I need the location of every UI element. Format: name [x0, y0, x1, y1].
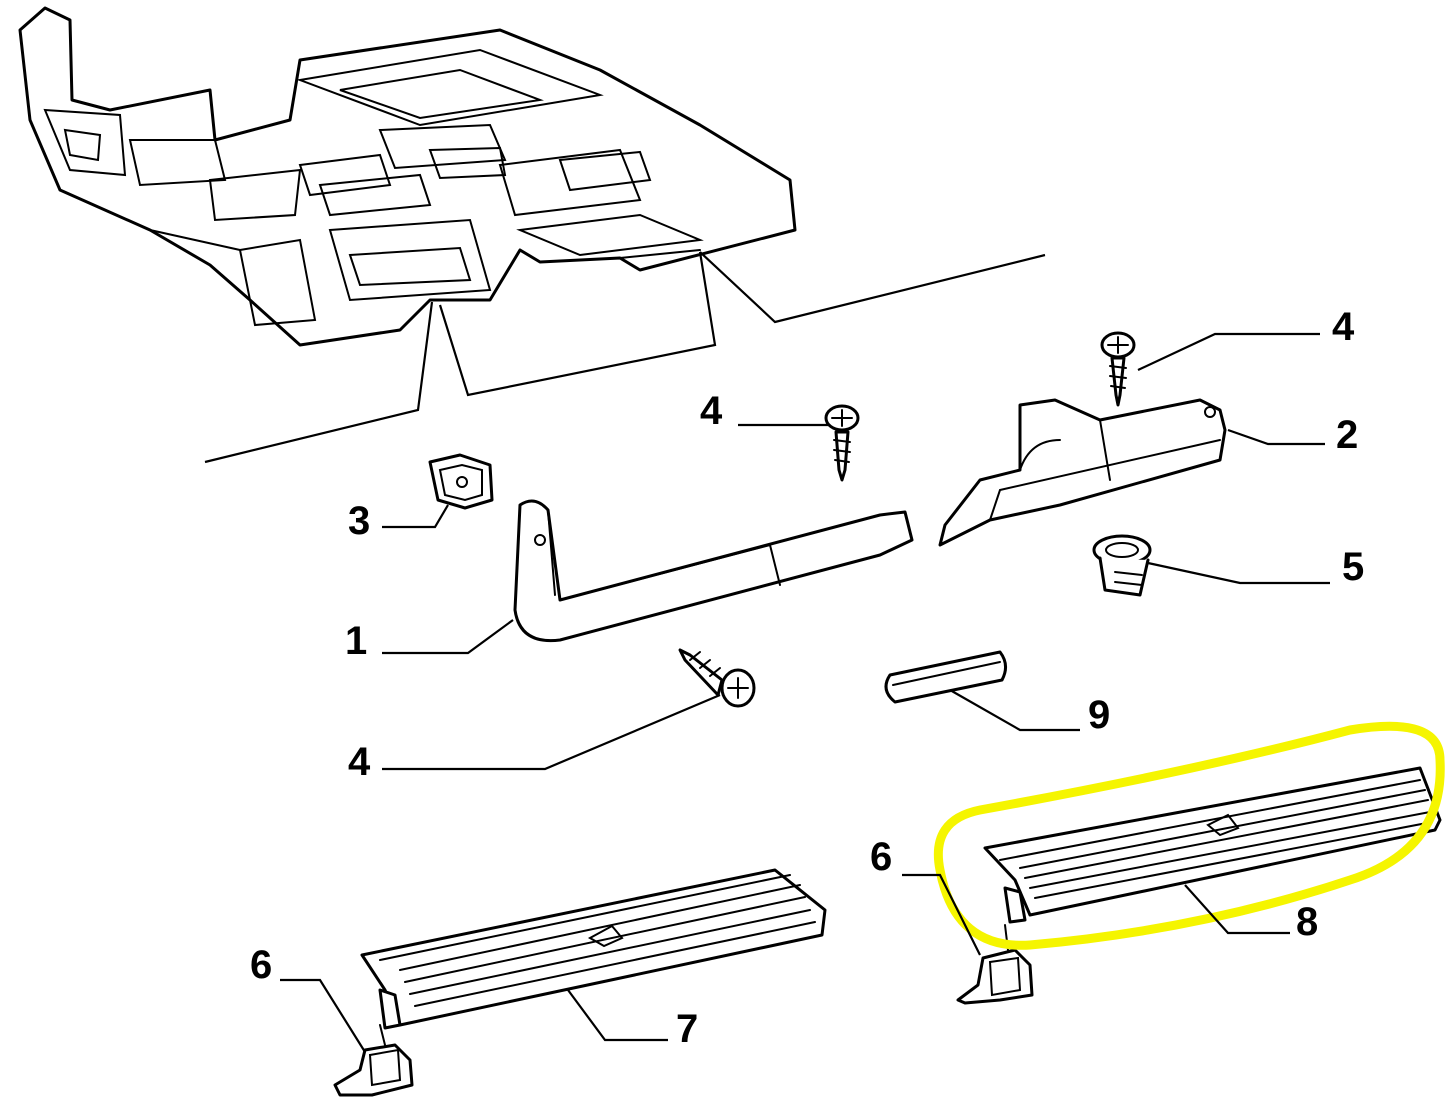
callout-4-upper: 4	[1332, 305, 1355, 349]
floor-pan-reference-lines	[204, 251, 1046, 464]
callout-5: 5	[1342, 545, 1364, 589]
callout-1: 1	[345, 619, 367, 663]
callout-labels: 4 2 4 3 5 1 9 4 6 8 6 7	[250, 305, 1364, 1051]
screw-part-4-lower	[678, 648, 756, 708]
sill-trim-rear-part-2	[938, 398, 1227, 547]
floor-pan	[18, 6, 797, 347]
callout-4-middle: 4	[700, 389, 723, 433]
grommet-part-5	[1092, 534, 1152, 597]
screw-part-4-upper-right	[1100, 331, 1136, 407]
callout-4-lower: 4	[348, 740, 371, 784]
callout-2: 2	[1336, 413, 1358, 457]
clip-part-3	[428, 453, 494, 510]
leader-lines	[280, 332, 1330, 1053]
highlight-circle	[933, 721, 1445, 950]
step-plate-rear-part-8	[983, 766, 1442, 924]
callout-8: 8	[1296, 900, 1318, 944]
callout-6-front: 6	[250, 943, 272, 987]
callout-3: 3	[348, 499, 370, 543]
sill-trim-front-part-1	[513, 499, 914, 643]
callout-9: 9	[1088, 693, 1110, 737]
screw-part-4-middle	[824, 404, 860, 482]
step-plate-front-part-7	[360, 868, 827, 1030]
callout-6-rear: 6	[870, 835, 892, 879]
strip-part-9	[884, 650, 1007, 704]
clip-part-6-front	[333, 1024, 414, 1097]
callout-7: 7	[676, 1007, 698, 1051]
clip-part-6-rear	[956, 924, 1034, 1005]
